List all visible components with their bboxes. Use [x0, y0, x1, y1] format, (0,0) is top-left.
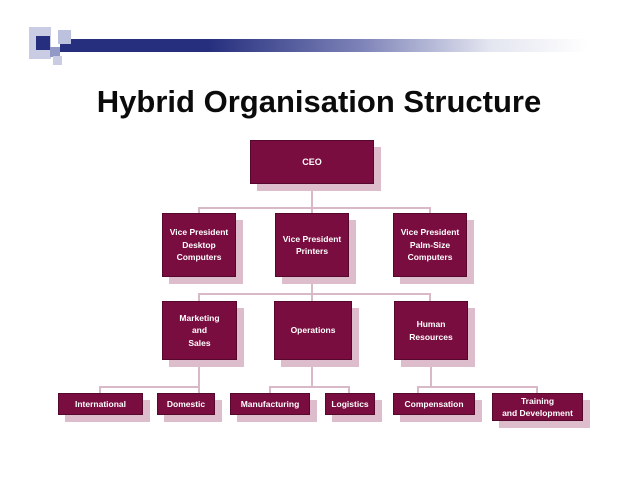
deco-square-dark-navy: [36, 36, 50, 50]
org-node-manufacturing: Manufacturing: [230, 393, 310, 415]
connector-hr-stub: [429, 293, 431, 301]
connector-logistics-stub: [348, 386, 350, 393]
org-node-domestic: Domestic: [157, 393, 215, 415]
connector-marketing-children-bracket: [99, 386, 200, 388]
connector-ceo-down: [311, 184, 313, 208]
deco-square-medium: [50, 47, 60, 57]
org-node-vp-palm-size: Vice President Palm-Size Computers: [393, 213, 467, 277]
connector-training-stub: [536, 386, 538, 393]
org-node-operations: Operations: [274, 301, 352, 360]
connector-vp-printers-stub: [311, 207, 313, 213]
org-node-international: International: [58, 393, 143, 415]
connector-international-stub: [99, 386, 101, 393]
org-node-training-development: Training and Development: [492, 393, 583, 421]
slide-title: Hybrid Organisation Structure: [96, 84, 542, 119]
org-node-vp-desktop: Vice President Desktop Computers: [162, 213, 236, 277]
connector-marketing-down: [198, 360, 200, 393]
connector-vp-bracket: [198, 207, 431, 209]
connector-marketing-stub: [198, 293, 200, 301]
org-node-compensation: Compensation: [393, 393, 475, 415]
org-node-human-resources: Human Resources: [394, 301, 468, 360]
accent-gradient-bar: [60, 39, 610, 52]
deco-square-light-top: [58, 30, 71, 44]
connector-operations-children-bracket: [269, 386, 350, 388]
connector-dept-bracket: [198, 293, 431, 295]
org-node-ceo: CEO: [250, 140, 374, 184]
connector-vp-desktop-stub: [198, 207, 200, 213]
connector-operations-stub: [311, 293, 313, 301]
connector-hr-down: [430, 360, 432, 387]
org-node-vp-printers: Vice President Printers: [275, 213, 349, 277]
connector-vp-palm-stub: [429, 207, 431, 213]
connector-manufacturing-stub: [269, 386, 271, 393]
deco-square-small-bottom: [53, 56, 62, 65]
connector-hr-children-bracket: [417, 386, 538, 388]
org-node-marketing-sales: Marketing and Sales: [162, 301, 237, 360]
connector-compensation-stub: [417, 386, 419, 393]
org-node-logistics: Logistics: [325, 393, 375, 415]
connector-printers-down: [311, 277, 313, 294]
connector-operations-down: [311, 360, 313, 387]
